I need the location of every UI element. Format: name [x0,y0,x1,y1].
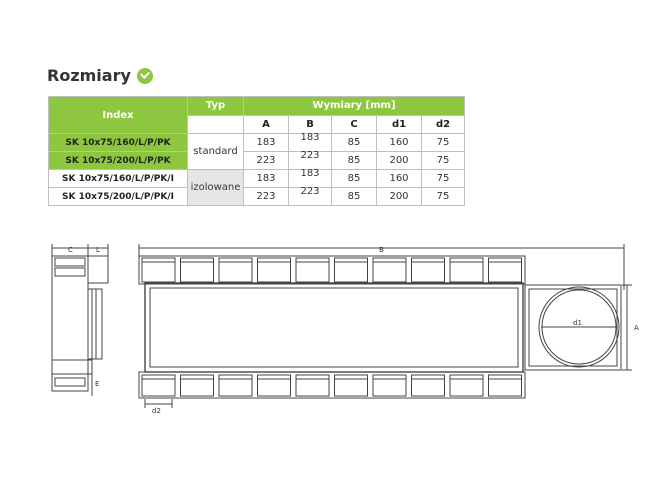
vent-slot [180,374,214,397]
label-c: C [68,246,73,254]
cell-a: 223 [243,187,289,206]
vent-slot [218,374,253,397]
section-title: Rozmiary [47,66,153,85]
label-b: B [379,246,384,254]
front-view [138,244,625,408]
side-view [51,244,109,396]
vent-slot [334,257,368,283]
col-b: B [288,114,332,134]
vent-slot [372,374,407,397]
vent-slot [411,374,445,397]
vent-slot [449,257,484,283]
vent-slot [488,257,522,283]
vent-slot [141,257,176,283]
row-typ: standard [187,133,244,170]
table-row: SK 10x75/200/L/P/PK 223 223 85 200 75 [48,150,465,170]
label-l: L [96,246,100,254]
vent-slot [141,374,176,397]
top-vent-slots [141,257,522,283]
vent-slot [257,257,291,283]
cell-d2: 75 [421,133,465,152]
header-index: Index [48,96,188,134]
vent-slot [488,374,522,397]
vent-slot [334,374,368,397]
row-typ: izolowane [187,169,244,206]
label-d1: d1 [573,319,582,327]
section-title-text: Rozmiary [47,66,131,85]
col-a: A [243,114,289,134]
bottom-vent-slots [141,374,522,397]
spigot-view [524,284,632,371]
table-row: SK 10x75/160/L/P/PK standard 183 183 85 … [48,132,465,170]
vent-slot [295,257,330,283]
check-circle-icon [136,67,153,84]
vent-slot [257,374,291,397]
header-typ-blank [187,114,244,134]
table-row: SK 10x75/160/L/P/PK/I izolowane 183 183 … [48,168,465,206]
col-d1: d1 [376,114,422,134]
vent-slot [218,257,253,283]
header-wymiary: Wymiary [mm] [243,96,465,116]
row-index: SK 10x75/200/L/P/PK [48,151,188,170]
vent-slot [411,257,445,283]
label-e: E [95,380,99,388]
vent-slot [449,374,484,397]
dimensions-table: Index Typ Wymiary [mm] A B C d1 d2 SK 10… [48,96,465,206]
cell-d2: 75 [421,187,465,206]
cell-b: 223 [288,186,332,206]
vent-slot [295,374,330,397]
vent-slot [372,257,407,283]
label-a: A [634,324,639,332]
row-index: SK 10x75/160/L/P/PK [48,133,188,152]
vent-slot [180,257,214,283]
label-d2: d2 [152,407,161,415]
cell-d1: 200 [376,187,422,206]
row-index: SK 10x75/200/L/P/PK/I [48,187,188,206]
col-d2: d2 [421,114,465,134]
table-row: SK 10x75/200/L/P/PK/I 223 223 85 200 75 [48,186,465,206]
